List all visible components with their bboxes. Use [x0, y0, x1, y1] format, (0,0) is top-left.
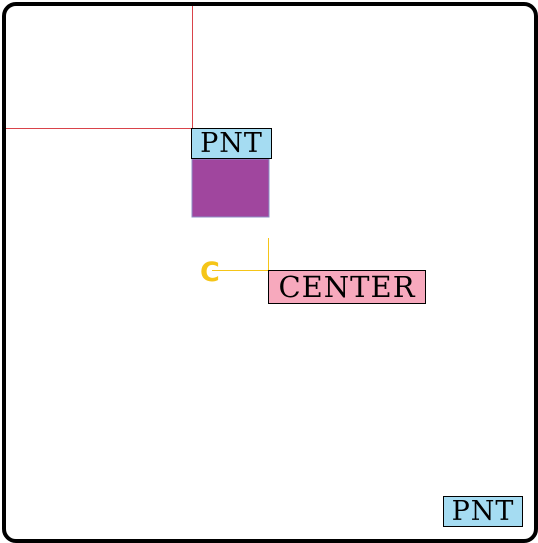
pnt-label-bottom: PNT — [443, 496, 523, 527]
center-label: CENTER — [268, 270, 426, 304]
pnt-label-top: PNT — [191, 128, 272, 159]
color-swatch — [191, 158, 270, 218]
center-marker-glyph: C — [200, 257, 220, 288]
